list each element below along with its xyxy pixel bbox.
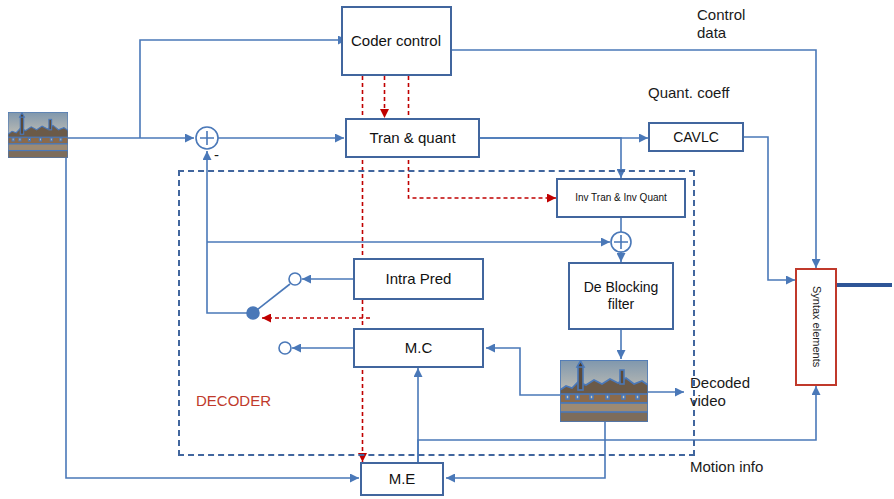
signal-wire bbox=[140, 40, 347, 138]
summing-node bbox=[611, 232, 631, 252]
signal-label: Quant. coeff bbox=[648, 84, 729, 102]
input-frame bbox=[8, 112, 68, 158]
signal-label: Decoded video bbox=[690, 374, 780, 410]
syntax-box: Syntax elements bbox=[795, 268, 837, 386]
signal-wire bbox=[68, 137, 194, 139]
signal-wire bbox=[292, 347, 353, 349]
prediction-wire bbox=[207, 241, 610, 243]
signal-label: Control data bbox=[697, 6, 777, 42]
signal-connector bbox=[744, 137, 795, 280]
process-box: M.E bbox=[360, 462, 444, 496]
process-box: CAVLC bbox=[648, 122, 744, 152]
box-label: Inv Tran & Inv Quant bbox=[575, 192, 667, 204]
box-label: Tran & quant bbox=[369, 129, 455, 147]
switch-lever bbox=[253, 284, 290, 313]
process-box: Intra Pred bbox=[353, 258, 484, 300]
process-box: M.C bbox=[353, 328, 484, 368]
switch-contact bbox=[279, 342, 291, 354]
summing-node bbox=[196, 127, 218, 149]
prediction-wire bbox=[207, 151, 253, 313]
signal-wire bbox=[218, 137, 344, 139]
decoder-region: DECODER Inv Tran & Inv QuantIntra Pred De … bbox=[178, 170, 695, 456]
signal-connector bbox=[452, 50, 817, 268]
process-box: De Blocking filter bbox=[568, 262, 674, 330]
box-label: Syntax elements bbox=[809, 277, 822, 377]
box-label: M.C bbox=[405, 339, 433, 357]
switch-contact bbox=[289, 273, 301, 285]
control-connector bbox=[384, 76, 386, 118]
process-box: Tran & quant bbox=[345, 118, 480, 158]
reference-wire bbox=[446, 422, 605, 478]
signal-label: Motion info bbox=[690, 458, 763, 476]
reference-wire bbox=[486, 348, 560, 395]
signal-wire bbox=[66, 158, 359, 478]
box-label: M.E bbox=[389, 470, 416, 488]
decoded-frame bbox=[560, 360, 648, 422]
plus-symbol bbox=[614, 235, 628, 249]
box-label: Intra Pred bbox=[386, 270, 452, 288]
signal-wire bbox=[648, 391, 684, 393]
signal-label: - bbox=[214, 146, 219, 164]
bitstream-output bbox=[837, 283, 892, 287]
signal-wire bbox=[620, 330, 622, 359]
box-label: Coder control bbox=[351, 32, 441, 50]
process-box: Inv Tran & Inv Quant bbox=[556, 178, 686, 218]
plus-symbol bbox=[200, 131, 214, 145]
box-label: CAVLC bbox=[673, 129, 719, 146]
control-wire bbox=[262, 317, 370, 319]
switch-pivot bbox=[247, 307, 259, 319]
box-label: De Blocking filter bbox=[570, 279, 672, 313]
box-label: DECODER bbox=[196, 392, 271, 410]
signal-wire bbox=[302, 278, 353, 280]
signal-connector bbox=[480, 138, 621, 178]
control-box: Coder control bbox=[341, 6, 452, 76]
signal-connector bbox=[418, 386, 816, 462]
